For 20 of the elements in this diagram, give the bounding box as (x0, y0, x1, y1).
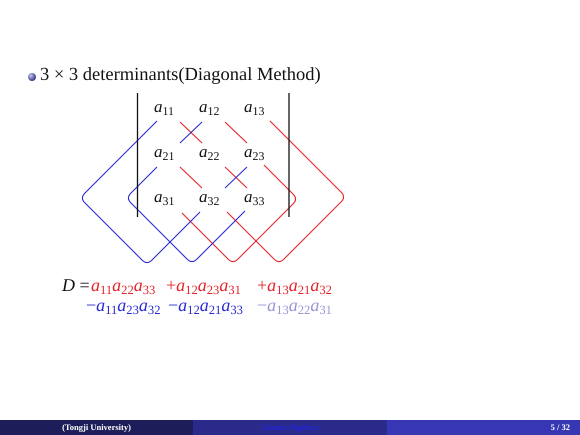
matrix-entry: a$_{23}$ (244, 143, 264, 164)
product-term: +a$_{12}$a$_{23}$a$_{31}$ (166, 276, 241, 298)
matrix-entry: a$_{33}$ (244, 188, 264, 208)
product-term: a$_{11}$a$_{22}$a$_{33}$ (91, 276, 156, 298)
matrix-entry: a$_{13}$ (244, 98, 264, 118)
matrix-entry: a$_{22}$ (199, 143, 220, 164)
product-term: −a$_{11}$a$_{23}$a$_{32}$ (86, 296, 160, 318)
matrix-entry: a$_{12}$ (199, 98, 220, 118)
bullet-text: 3 × 3 determinants(Diagonal Method) (40, 65, 321, 86)
formula-text: D = (62, 276, 90, 296)
product-term: −a$_{12}$a$_{21}$a$_{33}$ (168, 296, 243, 318)
matrix-entry: a$_{11}$ (154, 98, 174, 118)
footer-text: (Tongji University) (62, 423, 131, 432)
product-term: +a$_{13}$a$_{21}$a$_{32}$ (257, 276, 332, 298)
footer-text: Linear Algebra (262, 423, 318, 432)
matrix-entry: a$_{31}$ (154, 188, 174, 208)
product-term: −a$_{13}$a$_{22}$a$_{31}$ (257, 296, 332, 318)
matrix-entry: a$_{21}$ (154, 143, 174, 164)
footer-text: 5 / 32 (550, 423, 570, 432)
matrix-entry: a$_{32}$ (199, 188, 220, 208)
